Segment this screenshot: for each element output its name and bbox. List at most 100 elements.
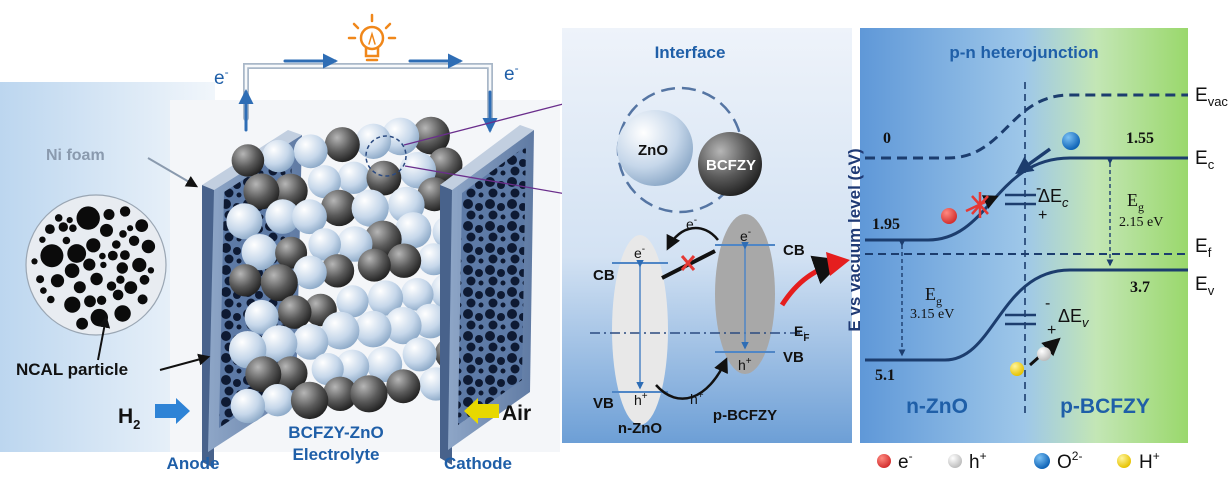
- ncal-grain: [119, 206, 131, 217]
- zno-sphere: [402, 337, 437, 372]
- eg-right-value: 2.15 eV: [1119, 215, 1163, 230]
- eg-right-symbol: Eg: [1127, 190, 1144, 214]
- cathode-label: Cathode: [444, 454, 512, 473]
- zno-sphere: [384, 307, 422, 345]
- zno-sphere: [337, 161, 370, 194]
- zno-sphere: [395, 212, 432, 249]
- ncal-plate-pointer: [159, 353, 211, 371]
- interface-title: Interface: [655, 43, 726, 62]
- bcfzy-sphere: [320, 254, 355, 288]
- zno-sphere: [244, 299, 279, 334]
- zno-sphere: [293, 134, 328, 169]
- bcfzy-sphere: [245, 356, 282, 393]
- zoom-region: [365, 135, 407, 177]
- zno-sphere: [292, 199, 327, 235]
- zno-label: ZnO: [638, 142, 668, 159]
- red-arrow-head: [826, 252, 850, 276]
- zno-sphere: [335, 349, 370, 383]
- zno-sphere: [307, 165, 341, 199]
- bcfzy-sphere: [290, 381, 329, 420]
- ncal-grain: [128, 235, 140, 246]
- ncal-grain: [73, 281, 86, 294]
- bcfzy-sphere: [277, 295, 312, 329]
- ncal-grain: [39, 236, 46, 243]
- ncal-grain: [62, 236, 71, 245]
- ni-foam-pointer: [147, 157, 199, 188]
- legend-electron-icon: [877, 454, 891, 468]
- electron-icon: [941, 208, 957, 224]
- blocked-cross-icon: [971, 192, 989, 218]
- n-zno-label: n-ZnO: [618, 420, 662, 437]
- bcfzy-sphere: [427, 147, 463, 183]
- valence-band-line: [865, 268, 1188, 362]
- ncal-grain: [120, 250, 130, 260]
- ncal-grain: [139, 274, 150, 285]
- vacuum-level-line: [865, 93, 1188, 160]
- delta-ev-minus: -: [1045, 295, 1050, 312]
- ncal-grain: [90, 272, 103, 286]
- ncal-grain: [76, 317, 88, 330]
- ncal-grain: [100, 261, 107, 269]
- ncal-grain: [141, 239, 156, 254]
- ncal-grain: [132, 257, 147, 273]
- bcfzy-sphere: [273, 356, 308, 391]
- ncal-grain: [127, 225, 134, 232]
- ncal-grain: [50, 274, 65, 288]
- hole-icon: [1037, 347, 1051, 361]
- bcfzy-sphere: [386, 369, 421, 404]
- bcfzy-sphere: [412, 116, 450, 155]
- bcfzy-sphere: [698, 132, 762, 196]
- ncal-grain: [114, 305, 131, 322]
- zno-sphere: [292, 324, 329, 360]
- electron-label-right: e-: [504, 61, 519, 85]
- oxygen-ion-icon: [1062, 132, 1080, 150]
- p-cb-label: CB: [783, 242, 805, 259]
- ncal-grain: [147, 267, 155, 274]
- bcfzy-sphere: [357, 248, 391, 282]
- ncal-grain: [116, 275, 125, 284]
- value-5-1: 5.1: [875, 367, 895, 384]
- legend-oxygen-label: O2-: [1057, 449, 1082, 473]
- zno-sphere: [336, 285, 369, 318]
- n-zno-region-label: n-ZnO: [906, 395, 968, 418]
- ncal-grain: [40, 244, 64, 268]
- bcfzy-sphere: [324, 127, 360, 163]
- oxygen-ion-arrow: [1015, 147, 1052, 175]
- ncal-grain: [66, 217, 73, 224]
- y-axis-label: E vs vacuum level (eV): [845, 148, 864, 331]
- ncal-grain: [83, 258, 96, 271]
- ncal-grain: [58, 222, 68, 232]
- zno-sphere: [617, 110, 693, 186]
- electrolyte-label-line2: Electrolyte: [293, 445, 380, 464]
- bcfzy-sphere: [229, 264, 262, 297]
- bcfzy-sphere: [323, 376, 358, 411]
- value-0: 0: [883, 130, 891, 147]
- cathode-plate: [440, 125, 534, 465]
- h2-inlet-arrow: [155, 398, 190, 424]
- zno-sphere: [381, 117, 420, 156]
- legend: e- h+ O2- H+: [877, 449, 1160, 473]
- zno-sphere: [308, 228, 342, 261]
- value-1-55: 1.55: [1126, 130, 1154, 147]
- zno-sphere: [351, 189, 389, 227]
- ncal-grain: [84, 295, 96, 308]
- delta-ec-plus: +: [1038, 207, 1047, 224]
- zno-sphere: [293, 255, 327, 290]
- heterojunction-title: p-n heterojunction: [949, 43, 1098, 62]
- interface-background: [562, 28, 852, 443]
- delta-ev-plus: +: [1047, 322, 1056, 339]
- legend-electron-label: e-: [898, 449, 913, 473]
- eg-left-value: 3.15 eV: [910, 307, 954, 322]
- ncal-pointer: [97, 315, 111, 361]
- bcfzy-sphere: [366, 160, 402, 196]
- delta-ev-label: ΔEv: [1058, 306, 1090, 330]
- evac-label: Evac: [1195, 85, 1228, 109]
- blocked-cross-icon: [680, 255, 696, 271]
- ncal-grain: [64, 296, 81, 313]
- electron-label-left: e-: [214, 65, 229, 89]
- ncal-grain: [119, 230, 127, 238]
- ncal-particle-view: [25, 194, 167, 336]
- bcfzy-sphere: [350, 375, 388, 413]
